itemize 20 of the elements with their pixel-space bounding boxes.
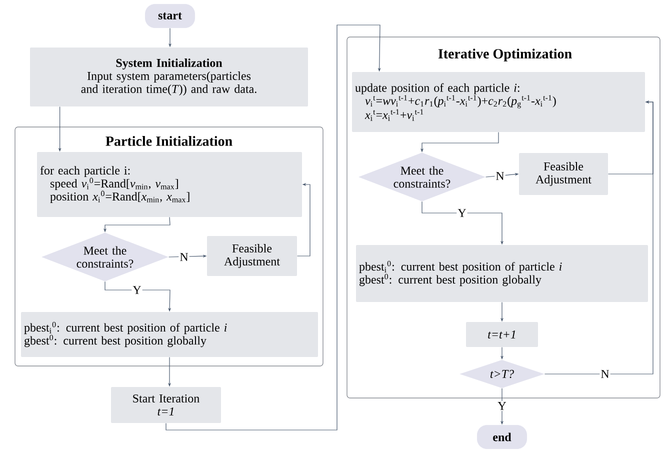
process-box: for each particle i: speed v$_{i}$$^{0}$=Rand[v$_{min}$, v$_{max}$] position x$_{i}$$^{0}$=Rand[x$_{min}$, x$_{max}$] bbox=[37, 152, 302, 217]
process-box: t=t+1 bbox=[466, 322, 538, 347]
panel-title: Iterative Optimization bbox=[438, 48, 572, 62]
edge-label: N bbox=[494, 171, 506, 181]
process-box: Feasible Adjustment bbox=[519, 153, 608, 195]
edge-label: N bbox=[600, 369, 610, 379]
panel-title: Particle Initialization bbox=[106, 136, 232, 146]
edge-label: Y bbox=[132, 285, 142, 295]
process-box: Start Iteration t=1 bbox=[111, 387, 221, 423]
terminal-pill: start bbox=[145, 4, 195, 28]
process-box: update position of each particle i: v$_{i}$$^{t}$=wv$_{i}$$^{t-1}$+c$_{1}$r$_{1}$(p$_{i}$$^{t-1}$-x$_{i}$$^{t-1}$)+c$_{2}$r$_{2}$(p$_{g}$$^{t-1}$-x$_{i}$$^{t-1}$) x$_{i}$$^{t}$=x$_{i}$$^{t-1}$+v$_{i}$t-1 bbox=[352, 72, 645, 132]
process-box: pbest$_{i}$$^{0}$: current best position of particle i gbest$^{0}$: current best position globally bbox=[21, 312, 318, 357]
arrow bbox=[166, 24, 381, 430]
edge-label: Y bbox=[456, 208, 468, 218]
process-box: System Initialization Input system parameters(particles and iteration time(T)) and raw data. bbox=[30, 48, 308, 106]
terminal-pill: end bbox=[477, 425, 527, 449]
process-box: Feasible Adjustment bbox=[207, 236, 297, 276]
edge-label: Y bbox=[496, 401, 508, 411]
process-box: pbest$_{i}$$^{0}$: current best position of particle i gbest$^{0}$: current best position globally bbox=[356, 245, 648, 302]
edge-label: N bbox=[178, 252, 190, 262]
